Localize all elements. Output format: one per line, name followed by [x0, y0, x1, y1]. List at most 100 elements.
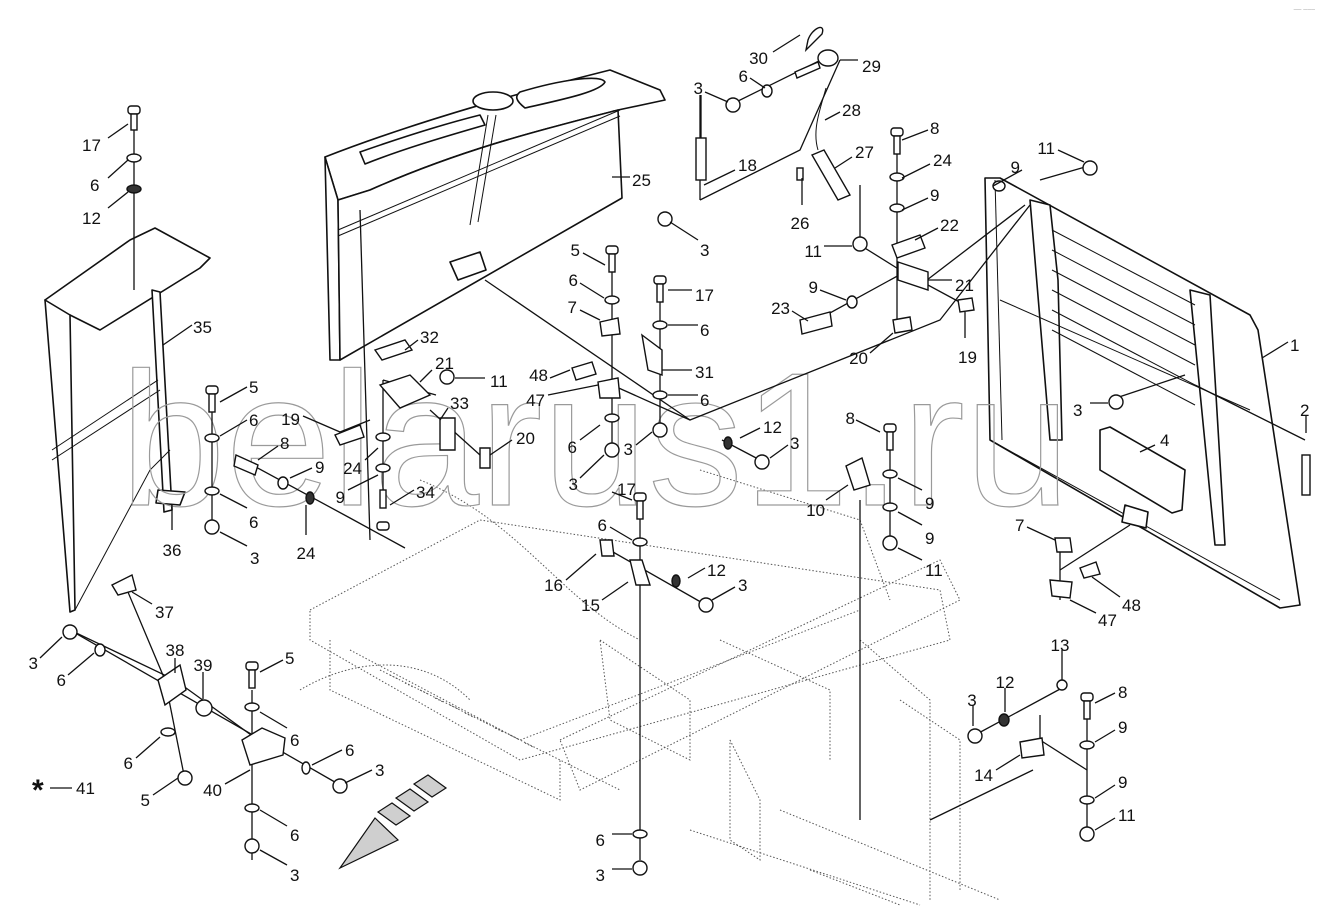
callout-48: 48: [1091, 576, 1141, 615]
leader-line: [1094, 729, 1116, 743]
leader-line: [897, 477, 923, 491]
part-number-label: 9: [1011, 158, 1020, 177]
callout-4: 4: [1139, 431, 1169, 453]
callout-6: 6: [124, 736, 161, 773]
callout-9: 9: [897, 477, 934, 513]
grille-panel[interactable]: [984, 177, 1301, 609]
part-number-label: 20: [849, 349, 868, 368]
part-number-label: 18: [738, 156, 757, 175]
leader-line: [897, 511, 923, 526]
callout-16: 16: [544, 553, 597, 595]
part-number-label: 7: [568, 298, 577, 317]
leader-line: [901, 197, 929, 211]
leader-line: [389, 489, 415, 506]
leader-line: [259, 659, 284, 673]
part-number-label: 9: [925, 529, 934, 548]
callout-6: 6: [569, 271, 605, 299]
callout-27: 27: [834, 143, 874, 169]
leader-line: [995, 754, 1021, 771]
hardware: [62, 26, 1311, 876]
leader-line: [749, 77, 766, 89]
callout-22: 22: [914, 216, 959, 241]
gas-strut-icon: [695, 137, 707, 181]
leader-line: [703, 169, 736, 186]
leader-line: [67, 652, 95, 676]
part-number-label: 47: [1098, 611, 1117, 630]
hood-top-panel[interactable]: [324, 69, 666, 361]
part-number-label: 36: [163, 541, 182, 560]
part-number-label: 41: [76, 779, 95, 798]
part-number-label: 6: [124, 754, 133, 773]
callout-11: 11: [1094, 806, 1136, 831]
callout-39: 39: [194, 656, 213, 699]
callout-6: 6: [668, 321, 709, 340]
callout-21: 21: [419, 354, 454, 383]
part-number-label: 11: [925, 561, 943, 580]
leader-line: [107, 159, 129, 179]
part-number-label: 19: [281, 410, 300, 429]
part-number-label: 4: [1160, 431, 1169, 450]
leader-line: [687, 567, 706, 579]
callout-3: 3: [29, 636, 63, 673]
direction-arrow-icon: [338, 774, 448, 870]
bolt-icon: [127, 105, 141, 131]
leader-line: [219, 419, 248, 437]
callout-3: 3: [344, 761, 384, 784]
leader-line: [131, 591, 153, 605]
callout-12: 12: [687, 561, 726, 580]
callout-8: 8: [257, 434, 289, 461]
watermark: belarus1.ru: [120, 334, 1071, 546]
callout-2: 2: [1300, 401, 1309, 433]
leader-line: [579, 282, 605, 299]
callout-3: 3: [1073, 401, 1108, 420]
leader-line: [302, 415, 341, 433]
callout-40: 40: [203, 769, 251, 800]
callout-3: 3: [669, 221, 709, 260]
part-number-label: 33: [450, 394, 469, 413]
leader-line: [769, 444, 789, 459]
callout-34: 34: [389, 483, 435, 506]
leader-line: [869, 332, 894, 354]
asterisk-icon: *: [32, 774, 44, 807]
callout-25: 25: [612, 171, 651, 190]
leader-line: [611, 491, 633, 501]
left-side-panel[interactable]: [44, 227, 211, 613]
leader-line: [855, 419, 881, 433]
leader-line: [107, 191, 129, 209]
callout-10: 10: [806, 484, 849, 520]
callout-11: 11: [455, 372, 508, 391]
part-number-label: 15: [581, 596, 600, 615]
part-number-label: 22: [940, 216, 959, 235]
part-number-label: 26: [791, 214, 810, 233]
callout-6: 6: [568, 424, 601, 457]
part-number-label: 39: [194, 656, 213, 675]
part-number-label: 30: [749, 49, 768, 68]
leader-line: [1091, 576, 1121, 598]
leader-line: [259, 711, 288, 729]
leader-line: [834, 156, 853, 169]
part-number-label: 12: [763, 418, 782, 437]
leader-line: [311, 749, 343, 766]
callout-9: 9: [809, 278, 847, 301]
part-number-label: 3: [596, 866, 605, 885]
pin-icon: [804, 26, 824, 53]
callout-37: 37: [131, 591, 174, 622]
part-number-label: 16: [544, 576, 563, 595]
part-number-label: 6: [739, 67, 748, 86]
bolt-icon: [883, 423, 897, 451]
part-number-label: 21: [435, 354, 454, 373]
leader-line: [582, 252, 606, 266]
callout-24: 24: [343, 447, 379, 478]
vent-slots: [389, 674, 534, 748]
callout-12: 12: [739, 418, 782, 439]
part-number-label: 6: [598, 516, 607, 535]
part-number-label: 32: [420, 328, 439, 347]
bolt-icon: [653, 275, 667, 303]
leader-line: [1026, 526, 1056, 541]
callout-9: 9: [992, 158, 1023, 187]
part-number-label: 6: [700, 391, 709, 410]
part-number-label: 6: [290, 826, 299, 845]
part-number-label: 29: [862, 57, 881, 76]
callout-8: 8: [846, 409, 881, 433]
part-number-label: 5: [249, 378, 258, 397]
